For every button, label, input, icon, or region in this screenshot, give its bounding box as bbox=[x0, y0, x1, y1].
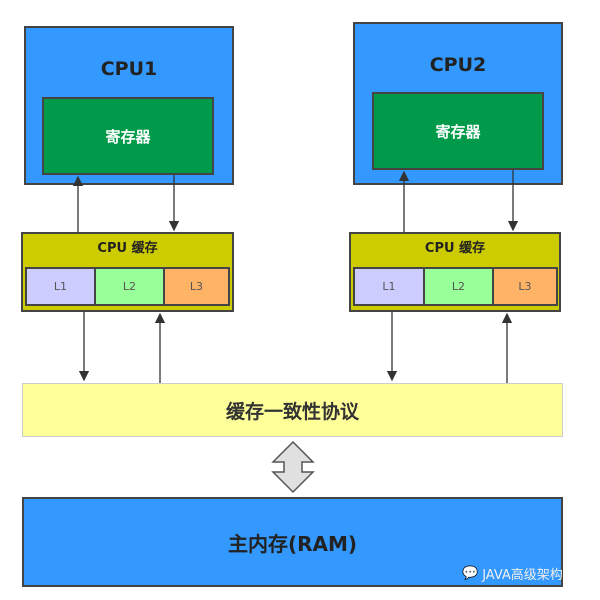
l1-label: L1 bbox=[53, 280, 68, 293]
double-arrow-icon bbox=[271, 440, 315, 494]
watermark-text: JAVA高级架构 bbox=[482, 568, 563, 583]
cpu1-l3: L3 bbox=[163, 267, 230, 306]
cpu1-cache-label: CPU 缓存 bbox=[97, 241, 158, 256]
ram-box: 主内存(RAM) bbox=[22, 497, 563, 587]
l2-label: L2 bbox=[122, 280, 137, 293]
watermark: 💬JAVA高级架构 bbox=[462, 564, 563, 583]
cpu2-l3: L3 bbox=[492, 267, 558, 306]
wechat-icon: 💬 bbox=[462, 566, 479, 581]
cpu2-cache-label: CPU 缓存 bbox=[424, 241, 486, 256]
cpu2-register: 寄存器 bbox=[372, 92, 544, 170]
coherence-protocol-box: 缓存一致性协议 bbox=[22, 383, 563, 437]
l1-label: L1 bbox=[382, 280, 396, 293]
l2-label: L2 bbox=[451, 280, 466, 293]
cpu1-label: CPU1 bbox=[100, 58, 158, 80]
cpu1-register-label: 寄存器 bbox=[105, 127, 151, 146]
coherence-label: 缓存一致性协议 bbox=[225, 400, 359, 423]
cpu1-register: 寄存器 bbox=[42, 97, 214, 175]
cpu2-l2: L2 bbox=[423, 267, 494, 306]
cpu2-label: CPU2 bbox=[429, 54, 487, 76]
ram-label: 主内存(RAM) bbox=[227, 531, 358, 556]
l3-label: L3 bbox=[189, 280, 204, 293]
cpu2-register-label: 寄存器 bbox=[435, 122, 481, 141]
l3-label: L3 bbox=[518, 280, 532, 293]
cpu1-l2: L2 bbox=[94, 267, 165, 306]
